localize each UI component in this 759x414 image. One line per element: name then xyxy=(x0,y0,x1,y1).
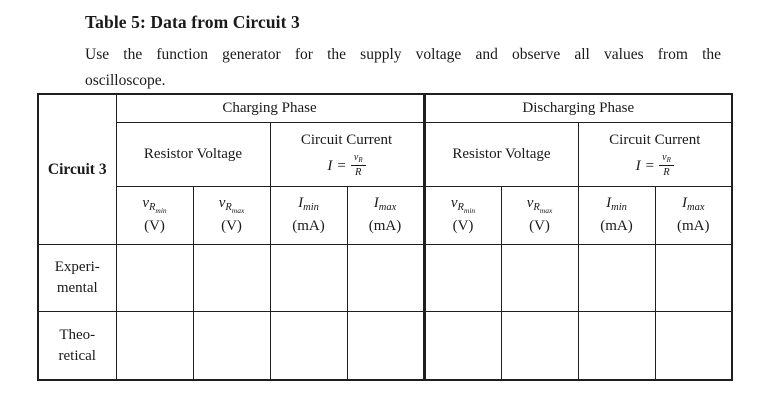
var-base: I xyxy=(682,195,688,212)
data-cell xyxy=(577,311,656,381)
var-sub: min xyxy=(611,202,627,214)
var-base: I xyxy=(373,195,379,212)
row-label-line: mental xyxy=(56,280,98,296)
data-cell xyxy=(500,311,579,381)
unit-label: (V) xyxy=(144,218,165,235)
col-header-vr-max-discharging: vRmax (V) xyxy=(500,186,579,245)
unit-label: (mA) xyxy=(292,218,325,235)
unit-label: (mA) xyxy=(677,218,710,235)
group-header-resistor-voltage-charging: Resistor Voltage xyxy=(115,122,271,187)
formula-numerator-sub: R xyxy=(358,156,363,165)
group-header-circuit-current-discharging: Circuit Current I = vR R xyxy=(577,122,733,187)
formula-numerator: v xyxy=(662,152,667,164)
row-label-line: Experi- xyxy=(54,259,100,275)
table-row-theoretical: Theo- retical xyxy=(37,311,733,381)
data-cell xyxy=(115,244,194,312)
row-label-line: retical xyxy=(58,347,96,364)
col-header-vr-min-discharging: vRmin (V) xyxy=(422,186,502,245)
col-header-vr-min-charging: vRmin (V) xyxy=(115,186,194,245)
data-table: Circuit 3 Charging Phase Discharging Pha… xyxy=(37,93,734,381)
unit-label: (V) xyxy=(529,218,550,235)
var-base: I xyxy=(606,195,612,212)
formula-numerator-sub: R xyxy=(666,156,671,165)
var-base: v xyxy=(450,195,458,212)
var-sub: max xyxy=(687,202,705,214)
formula-fraction: vR R xyxy=(350,152,366,179)
data-cell xyxy=(269,244,348,312)
formula-fraction: vR R xyxy=(659,152,674,179)
var-base: I xyxy=(298,195,304,212)
group-header-circuit-current-charging: Circuit Current I = vR R xyxy=(269,122,425,187)
formula-equals: = xyxy=(645,157,655,174)
var-subsub: max xyxy=(539,206,553,216)
formula-lhs: I xyxy=(635,157,641,174)
data-cell xyxy=(500,244,579,312)
var-base: v xyxy=(218,195,226,212)
formula-equals: = xyxy=(337,157,346,174)
var-sub: R xyxy=(225,202,232,214)
data-cell xyxy=(115,311,194,381)
circuit-current-formula: I = vR R xyxy=(271,152,423,179)
data-cell xyxy=(422,311,502,381)
row-label-line: Theo- xyxy=(59,326,96,343)
formula-lhs: I xyxy=(327,157,333,174)
var-sub: R xyxy=(533,202,540,214)
col-header-i-max-charging: Imax (mA) xyxy=(346,186,425,245)
row-label-experimental: Experi- mental xyxy=(37,244,117,312)
row-label-theoretical: Theo- retical xyxy=(37,311,117,381)
var-sub: max xyxy=(378,202,397,214)
data-cell xyxy=(192,244,271,312)
circuit-current-formula: I = vR R xyxy=(579,152,731,179)
var-base: v xyxy=(526,195,534,212)
col-header-vr-max-charging: vRmax (V) xyxy=(192,186,271,245)
data-cell xyxy=(577,244,656,312)
circuit-current-label: Circuit Current xyxy=(609,132,701,149)
instruction-line-1: Use the function generator for the suppl… xyxy=(85,46,721,63)
data-cell xyxy=(654,311,733,381)
col-header-i-min-charging: Imin (mA) xyxy=(269,186,348,245)
data-cell xyxy=(346,311,425,381)
var-subsub: min xyxy=(155,206,167,216)
var-subsub: max xyxy=(231,206,245,216)
var-subsub: min xyxy=(463,206,476,216)
instruction-line-2: oscilloscope. xyxy=(85,72,166,89)
formula-numerator: v xyxy=(353,152,359,164)
data-cell xyxy=(269,311,348,381)
table-row-experimental: Experi- mental xyxy=(37,244,733,312)
unit-label: (mA) xyxy=(368,218,402,235)
data-cell xyxy=(422,244,502,312)
var-base: v xyxy=(142,195,149,212)
data-cell xyxy=(654,244,733,312)
unit-label: (V) xyxy=(221,218,242,235)
formula-denominator: R xyxy=(663,167,670,179)
var-sub: R xyxy=(149,202,156,214)
var-sub: min xyxy=(303,202,319,214)
unit-label: (mA) xyxy=(600,218,633,235)
data-cell xyxy=(346,244,425,312)
phase-header-discharging: Discharging Phase xyxy=(422,93,733,123)
data-cell xyxy=(192,311,271,381)
phase-header-charging: Charging Phase xyxy=(115,93,425,123)
formula-denominator: R xyxy=(355,167,362,179)
group-header-resistor-voltage-discharging: Resistor Voltage xyxy=(422,122,579,187)
circuit-current-label: Circuit Current xyxy=(300,132,393,149)
table-title: Table 5: Data from Circuit 3 xyxy=(85,12,300,32)
col-header-i-max-discharging: Imax (mA) xyxy=(654,186,733,245)
corner-label-circuit-3: Circuit 3 xyxy=(37,93,117,245)
var-sub: R xyxy=(457,202,464,214)
unit-label: (V) xyxy=(452,218,474,235)
col-header-i-min-discharging: Imin (mA) xyxy=(577,186,656,245)
